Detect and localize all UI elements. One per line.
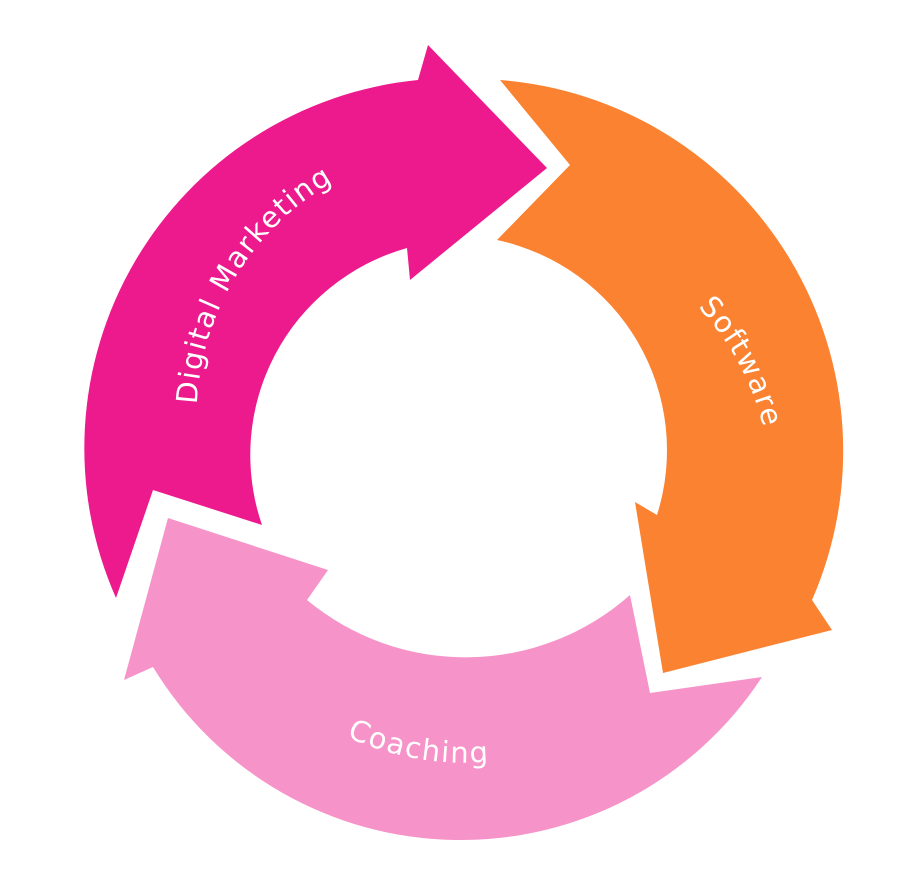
coaching-arrow — [124, 518, 762, 841]
software-arrow — [497, 80, 844, 673]
digital-marketing-arrow — [84, 45, 548, 598]
